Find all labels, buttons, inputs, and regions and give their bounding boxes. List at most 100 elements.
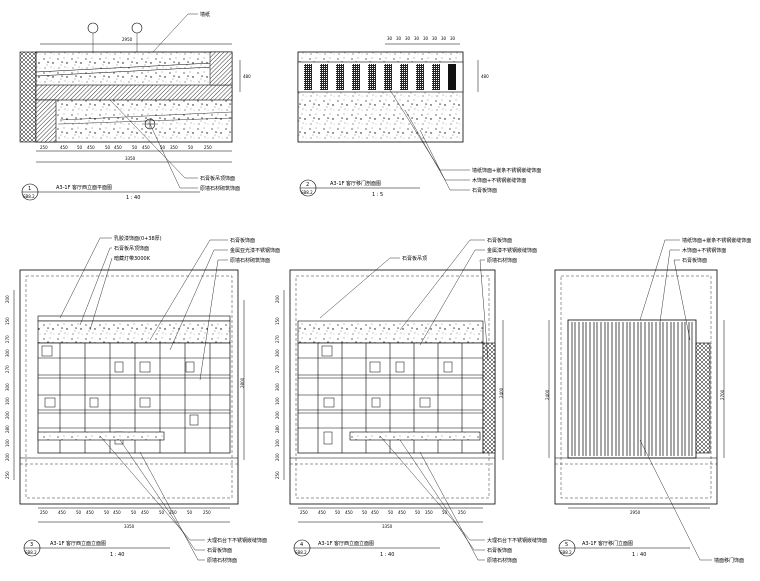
v2-slats — [304, 64, 456, 90]
v2-top-dims: 30 30 30 30 30 30 30 30 — [387, 36, 456, 41]
svg-text:50: 50 — [442, 510, 448, 515]
v5-door-slats — [571, 322, 693, 456]
v3-sheet: SB8.2 — [25, 550, 37, 555]
v3-note-f: 原墙石材砌筑饰面 — [230, 257, 270, 264]
svg-text:450: 450 — [141, 510, 149, 515]
svg-text:450: 450 — [345, 510, 353, 515]
v1-dim-top: 2950 — [122, 37, 133, 42]
v4-sheet: SB8.2 — [295, 550, 307, 555]
v4-title: A3-1F 客厅西立面立面图 — [318, 540, 374, 547]
v5-sheet: SB8.2 — [560, 550, 572, 555]
svg-text:250: 250 — [275, 471, 280, 479]
svg-text:450: 450 — [86, 510, 94, 515]
svg-text:250: 250 — [203, 510, 211, 515]
v3-note-a: 乳胶漆饰面(0+38厚) — [114, 235, 162, 242]
v3-bottom-dims: 250 450 50 450 50 450 50 450 50 350 50 2… — [40, 510, 211, 515]
v1-title: A3-1F 客厅西立面平面图 — [56, 184, 112, 191]
v1-note-top: 墙纸 — [200, 11, 210, 18]
svg-text:50: 50 — [132, 145, 138, 150]
svg-text:200: 200 — [5, 411, 10, 419]
svg-text:250: 250 — [40, 510, 48, 515]
v4-number: 4 — [300, 542, 303, 548]
v3-note-d: 石膏板饰面 — [230, 237, 255, 244]
svg-text:100: 100 — [275, 439, 280, 447]
v2-note-a: 墙纸饰面+嵌条不锈钢嵌缝饰面 — [472, 167, 541, 174]
svg-text:50: 50 — [105, 145, 111, 150]
v4-scale: 1 : 40 — [380, 552, 394, 558]
svg-text:50: 50 — [160, 145, 166, 150]
svg-text:30: 30 — [405, 36, 411, 41]
svg-text:50: 50 — [131, 510, 137, 515]
v5-title: A3-1F 客厅移门立面图 — [582, 540, 633, 547]
v5-dim-left: 2400 — [545, 389, 550, 400]
svg-text:50: 50 — [187, 510, 193, 515]
v2-scale: 1 : 5 — [372, 192, 383, 198]
v3-note-i: 原墙石材饰面 — [207, 557, 237, 564]
v4-dim-total: 3350 — [382, 524, 393, 529]
svg-text:250: 250 — [300, 510, 308, 515]
svg-text:200: 200 — [275, 295, 280, 303]
v2-note-c: 石膏板饰面 — [472, 187, 497, 194]
svg-text:200: 200 — [275, 453, 280, 461]
v3-note-b: 石膏板吊顶饰面 — [114, 245, 149, 252]
svg-text:100: 100 — [5, 439, 10, 447]
svg-text:50: 50 — [388, 510, 394, 515]
svg-text:450: 450 — [142, 145, 150, 150]
v1-dim-right: 480 — [243, 74, 251, 79]
v5-note-b: 木饰面+不锈钢饰面 — [682, 247, 726, 254]
svg-text:30: 30 — [432, 36, 438, 41]
v3-note-g: 大理石台下不锈钢嵌缝饰面 — [207, 537, 267, 544]
v5-note-c: 石膏板饰面 — [682, 257, 707, 264]
svg-text:100: 100 — [275, 397, 280, 405]
svg-text:250: 250 — [204, 145, 212, 150]
svg-text:450: 450 — [113, 510, 121, 515]
svg-text:280: 280 — [5, 425, 10, 433]
v1-dim-total: 3350 — [125, 156, 136, 161]
svg-text:250: 250 — [40, 145, 48, 150]
svg-text:30: 30 — [423, 36, 429, 41]
v3-scale: 1 : 40 — [110, 552, 124, 558]
svg-text:350: 350 — [170, 145, 178, 150]
svg-text:250: 250 — [458, 510, 466, 515]
v2-sheet: SB8.2 — [301, 190, 313, 195]
v5-number: 5 — [565, 542, 568, 548]
v3-number: 3 — [30, 542, 33, 548]
svg-text:50: 50 — [76, 510, 82, 515]
svg-text:270: 270 — [5, 365, 10, 373]
svg-text:50: 50 — [159, 510, 165, 515]
v1-sheet: SB8.2 — [23, 194, 35, 199]
svg-text:350: 350 — [425, 510, 433, 515]
v1-note-b: 原墙石材砌筑饰面 — [200, 185, 240, 192]
v3-note-c: 暗藏灯带3000K — [114, 255, 151, 262]
v1-note-a: 石膏板吊顶饰面 — [200, 175, 235, 182]
svg-text:50: 50 — [104, 510, 110, 515]
v5-note-d: 墙面移门饰面 — [714, 557, 744, 564]
svg-text:50: 50 — [415, 510, 421, 515]
view-3-elevation: 200 150 270 300 270 300 100 200 280 100 … — [5, 235, 280, 564]
svg-text:450: 450 — [58, 510, 66, 515]
v4-note-g: 原墙石材饰面 — [487, 557, 517, 564]
svg-text:450: 450 — [371, 510, 379, 515]
svg-text:50: 50 — [335, 510, 341, 515]
view-2-section: 30 30 30 30 30 30 30 30 480 墙纸饰面+嵌条 — [297, 36, 541, 198]
svg-text:350: 350 — [169, 510, 177, 515]
v1-number: 1 — [28, 186, 31, 192]
svg-text:150: 150 — [5, 317, 10, 325]
svg-text:450: 450 — [114, 145, 122, 150]
v1-bottom-dims: 250 450 50 450 50 450 50 450 50 350 50 2… — [40, 145, 212, 150]
svg-text:30: 30 — [450, 36, 456, 41]
svg-text:50: 50 — [188, 145, 194, 150]
svg-text:30: 30 — [441, 36, 447, 41]
v2-note-b: 木饰面+不锈钢嵌缝饰面 — [472, 177, 526, 184]
svg-text:30: 30 — [396, 36, 402, 41]
svg-text:450: 450 — [318, 510, 326, 515]
v3-dim-total: 3350 — [124, 524, 135, 529]
v3-note-e: 金属亚光漆不锈钢饰面 — [230, 247, 280, 254]
v2-number: 2 — [306, 182, 309, 188]
svg-text:50: 50 — [362, 510, 368, 515]
svg-text:200: 200 — [275, 411, 280, 419]
v3-title: A3-1F 客厅西立面立面图 — [50, 540, 106, 547]
svg-text:300: 300 — [275, 383, 280, 391]
svg-text:450: 450 — [87, 145, 95, 150]
